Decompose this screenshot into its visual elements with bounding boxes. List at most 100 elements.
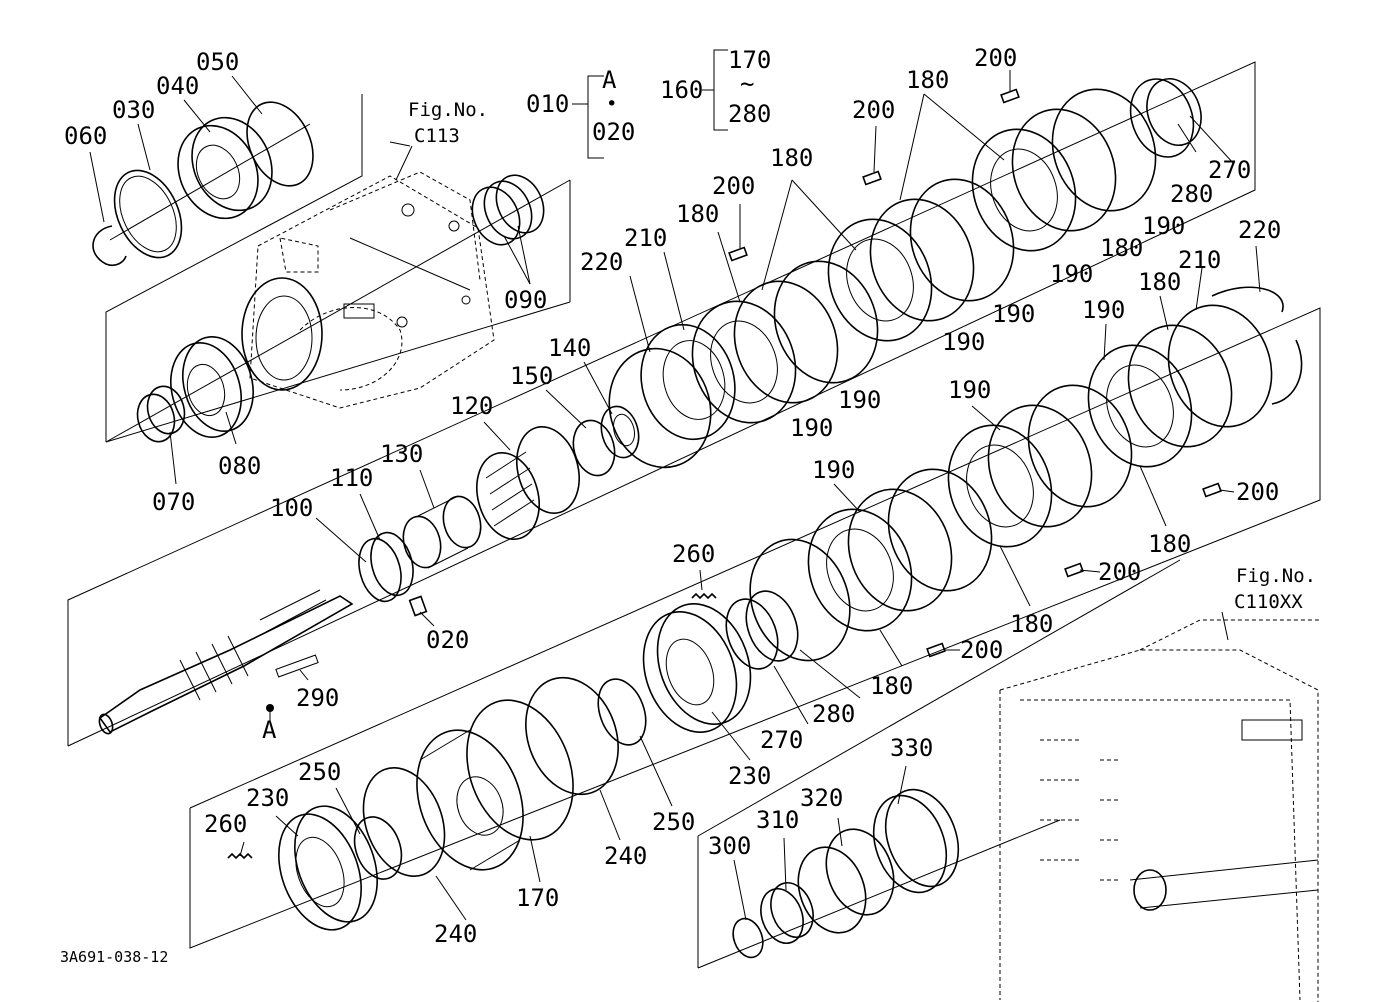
- callout-280-c280b: 280: [812, 700, 855, 728]
- callout-180-c180f: 180: [1148, 530, 1191, 558]
- fig-ref-top-line1: Fig.No.: [408, 99, 488, 121]
- callout-110-c110: 110: [330, 464, 373, 492]
- group-160-code: 160: [660, 76, 703, 104]
- sleeve-070: [136, 385, 186, 443]
- snap-ring-050: [246, 101, 314, 187]
- frame-housing: [105, 94, 571, 443]
- main-shaft: [98, 589, 354, 735]
- callout-210-c210a: 210: [624, 224, 667, 252]
- callout-280-c280a: 280: [1170, 180, 1213, 208]
- snap-ring-030: [113, 169, 183, 259]
- callout-230-c230b: 230: [246, 784, 289, 812]
- callout-180-c180g: 180: [1010, 610, 1053, 638]
- callout-labels: 0500400300600900800701201301101000202901…: [64, 44, 1281, 948]
- callout-190-c190c: 190: [942, 328, 985, 356]
- ring-280a: [1146, 78, 1202, 146]
- ring-250a: [353, 816, 403, 880]
- callout-060-c060: 060: [64, 122, 107, 150]
- callout-090-c090: 090: [504, 286, 547, 314]
- callout-200-c200f: 200: [960, 636, 1003, 664]
- callout-190-c190a: 190: [790, 414, 833, 442]
- marker-a: A: [262, 716, 277, 744]
- spring-260a: [691, 592, 717, 600]
- group-160-to: 280: [728, 100, 771, 128]
- group-010-code: 010: [526, 90, 569, 118]
- callout-180-c180d: 180: [1100, 234, 1143, 262]
- pins-200-lower: [926, 482, 1222, 658]
- group-010-from: A: [602, 66, 617, 94]
- callout-180-c180b: 180: [770, 144, 813, 172]
- seal-rings-090: [471, 174, 545, 246]
- callout-040-c040: 040: [156, 72, 199, 100]
- group-160-tilde: ~: [740, 70, 754, 98]
- fig-ref-top-line2: C113: [414, 125, 460, 147]
- drum-170: [416, 699, 574, 871]
- ring-140: [600, 405, 640, 459]
- callout-180-c180h: 180: [870, 672, 913, 700]
- callout-330-c330: 330: [890, 734, 933, 762]
- group-010-to: 020: [592, 118, 635, 146]
- ring-250b: [597, 678, 647, 746]
- callout-250-c250a: 250: [298, 758, 341, 786]
- callout-200-c200b: 200: [852, 96, 895, 124]
- callout-050-c050: 050: [196, 48, 239, 76]
- bearing-230b: [278, 805, 378, 931]
- callout-190-c190b: 190: [838, 386, 881, 414]
- pins-200-upper: [728, 88, 1020, 262]
- callout-200-c200d: 200: [1236, 478, 1279, 506]
- group-010-dot: •: [606, 93, 617, 115]
- callout-310-c310: 310: [756, 806, 799, 834]
- fig-ref-bottom-line1: Fig.No.: [1236, 565, 1316, 587]
- callout-020-c020: 020: [426, 626, 469, 654]
- callout-200-c200a: 200: [712, 172, 755, 200]
- group-160-from: 170: [728, 46, 771, 74]
- callout-080-c080: 080: [218, 452, 261, 480]
- callout-070-c070: 070: [152, 488, 195, 516]
- needle-bearing-130: [402, 495, 482, 569]
- ring-240a: [525, 676, 619, 796]
- callout-150-c150: 150: [510, 362, 553, 390]
- disc-stack-upper: [691, 88, 1157, 424]
- drawing-code: 3A691-038-12: [60, 948, 168, 966]
- callout-180-c180c: 180: [906, 66, 949, 94]
- callout-240-c240b: 240: [434, 920, 477, 948]
- callout-190-c190e: 190: [1050, 260, 1093, 288]
- ring-280b: [745, 590, 799, 662]
- callout-270-c270b: 270: [760, 726, 803, 754]
- bearing-080: [170, 336, 254, 438]
- bearing-040: [177, 116, 273, 220]
- frame-shaft: [67, 61, 1256, 747]
- callout-260-c260b: 260: [204, 810, 247, 838]
- callout-120-c120: 120: [450, 392, 493, 420]
- ring-300: [732, 917, 764, 959]
- callout-270-c270a: 270: [1208, 156, 1251, 184]
- callout-170-c170: 170: [516, 884, 559, 912]
- ring-270a: [1129, 78, 1195, 158]
- snap-ring-060: [92, 225, 127, 267]
- seal-330: [872, 788, 960, 894]
- callout-290-c290: 290: [296, 684, 339, 712]
- callout-190-c190i: 190: [812, 456, 855, 484]
- case-c110xx: [999, 619, 1320, 1002]
- snap-ring-220b: [1211, 286, 1303, 405]
- callout-140-c140: 140: [548, 334, 591, 362]
- callout-200-c200c: 200: [974, 44, 1017, 72]
- callout-130-c130: 130: [380, 440, 423, 468]
- callout-180-c180a: 180: [676, 200, 719, 228]
- snap-ring-220a: [608, 347, 712, 469]
- group-010-bracket: [572, 75, 604, 159]
- callout-220-c220b: 220: [1238, 216, 1281, 244]
- callout-190-c190f: 190: [1142, 212, 1185, 240]
- housing-c113: [241, 141, 495, 409]
- callout-030-c030: 030: [112, 96, 155, 124]
- ring-110: [358, 531, 414, 603]
- callout-240-c240a: 240: [604, 842, 647, 870]
- callout-190-c190g: 190: [1082, 296, 1125, 324]
- callout-260-c260a: 260: [672, 540, 715, 568]
- ring-270b: [725, 598, 779, 670]
- callout-200-c200e: 200: [1098, 558, 1141, 586]
- gear-120: [476, 425, 580, 541]
- callout-220-c220a: 220: [580, 248, 623, 276]
- callout-250-c250b: 250: [652, 808, 695, 836]
